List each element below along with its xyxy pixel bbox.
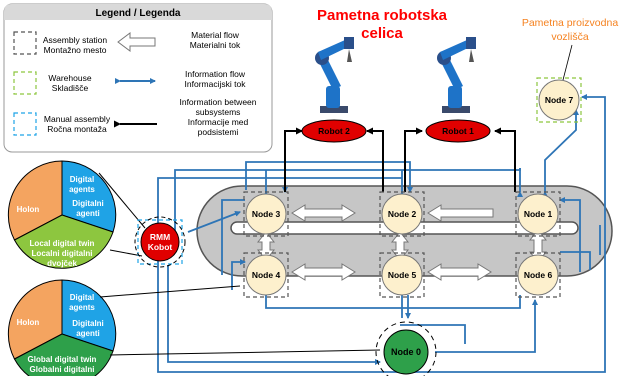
kobot-label: Kobot [148,242,173,252]
pie-bottom-holon: Holon [17,318,40,327]
pie-bottom-agents-4: agenti [76,329,100,338]
pie-bottom-twin-1: Global digital twin [28,355,97,364]
robot-1[interactable]: Robot 1 [425,119,491,143]
pie-top-twin-3: dvojček [47,259,77,268]
material-flow-arrow-icon [117,32,156,52]
node-3-label: Node 3 [252,209,281,219]
pie-top-agents-1: Digital [70,175,94,184]
legend-manual-en: Manual assembly [44,114,111,124]
material-flow-arrows [256,204,548,281]
cell-title-line1: Pametna robotska [317,7,448,24]
node-7-label: Node 7 [545,95,574,105]
cell-title-line2: celica [361,25,403,42]
pie-top-twin-2: Localni digitalni [32,249,93,258]
legend-info-en: Information flow [185,69,246,79]
node-1[interactable]: Node 1 [515,191,561,237]
node-2-label: Node 2 [388,209,417,219]
node-1-label: Node 1 [524,209,553,219]
robot-2-label: Robot 2 [318,126,350,136]
pie-top-agents-3: Digitalni [72,199,104,208]
factory-title-line1: Pametna proizvodna [522,17,618,29]
node-2[interactable]: Node 2 [379,191,425,237]
legend-assembly-en: Assembly station [43,35,108,45]
assembly-station-symbol [13,31,37,55]
pie-top-agents-2: agents [69,185,95,194]
warehouse-symbol [13,71,37,95]
node-0-label: Node 0 [391,347,421,357]
pie-bottom-agents-1: Digital [70,293,94,302]
node-5-label: Node 5 [388,270,417,280]
node-0[interactable]: Node 0 [375,321,437,376]
pie-bottom-agents-2: agents [69,303,95,312]
node-3[interactable]: Node 3 [243,191,289,237]
factory-node-pointer [562,44,573,81]
robot-arm-1-icon [437,37,476,113]
pie-top-twin-1: Local digital twin [30,239,95,248]
subsystem-info-lines [284,127,516,192]
node-7[interactable]: Node 7 [536,44,582,123]
rmm-kobot-station[interactable]: RMM Kobot [134,216,186,268]
node-4-label: Node 4 [252,270,281,280]
legend-assembly-sl: Montažno mesto [44,45,107,55]
pie-bottom-agents-3: Digitalni [72,319,104,328]
robot-arm-2-icon [315,37,354,113]
robot-2[interactable]: Robot 2 [301,119,367,143]
pie-global-holon: Holon Digital agents Digitalni agenti Gl… [7,279,117,376]
pie-bottom-twin-2: Globalni digitalni [30,365,95,374]
pie-local-holon: Holon Digital agents Digitalni agenti Lo… [7,160,117,269]
rmm-label: RMM [150,232,170,242]
legend-material-sl: Materialni tok [190,40,241,50]
pie-connectors [98,172,381,356]
information-flow-lines [157,94,606,373]
legend: Legend / Legenda Assembly station Montaž… [3,3,273,153]
legend-subsys-4: podsistemi [198,127,239,137]
legend-title: Legend / Legenda [95,8,180,19]
legend-warehouse-en: Warehouse [48,73,91,83]
factory-title-line2: vozlišča [551,31,589,43]
pie-top-agents-4: agenti [76,209,100,218]
legend-subsys-1: Information between [179,97,256,107]
robot-1-label: Robot 1 [442,126,474,136]
manual-assembly-symbol [13,112,37,136]
pie-top-holon: Holon [17,205,40,214]
legend-subsys-3: Informacije med [188,117,249,127]
node-4[interactable]: Node 4 [243,252,289,298]
node-6-label: Node 6 [524,270,553,280]
legend-warehouse-sl: Skladišče [52,83,89,93]
legend-subsys-2: subsystems [196,107,241,117]
node-5[interactable]: Node 5 [379,252,425,298]
legend-material-en: Material flow [191,30,240,40]
legend-info-sl: Informacijski tok [185,79,247,89]
node-6[interactable]: Node 6 [515,252,561,298]
legend-manual-sl: Ročna montaža [47,124,107,134]
